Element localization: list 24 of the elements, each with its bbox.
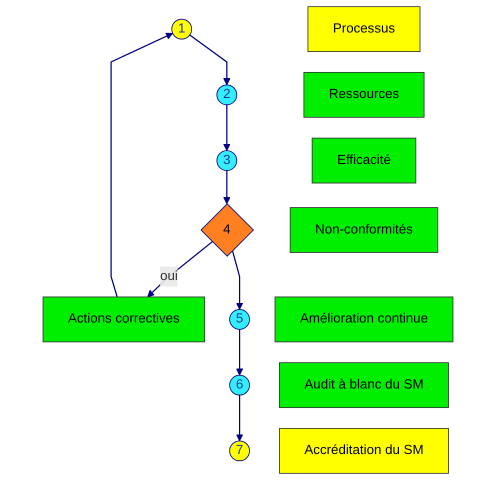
arrow bbox=[147, 241, 213, 298]
edge-label: oui bbox=[160, 269, 178, 284]
node-circle: 7 bbox=[229, 440, 250, 462]
node-box: Efficacité bbox=[312, 138, 416, 184]
node-box: Accréditation du SM bbox=[279, 428, 449, 474]
node-box: Actions correctives bbox=[42, 296, 206, 342]
node-box: Non-conformités bbox=[290, 207, 438, 253]
node-box: Processus bbox=[308, 6, 420, 52]
node-circle: 5 bbox=[229, 309, 250, 330]
node-box: Ressources bbox=[303, 72, 424, 118]
node-circle: 3 bbox=[216, 150, 238, 171]
node-circle: 1 bbox=[171, 18, 192, 40]
arrow bbox=[189, 34, 230, 86]
arrow bbox=[236, 329, 244, 376]
node-box: Amélioration continue bbox=[274, 296, 454, 342]
arrow bbox=[236, 395, 244, 442]
node-circle: 6 bbox=[229, 374, 250, 396]
node-diamond: 4 bbox=[200, 203, 254, 257]
arrow bbox=[110, 32, 174, 298]
node-box: Audit à blanc du SM bbox=[279, 362, 449, 408]
arrow bbox=[232, 250, 244, 310]
arrow bbox=[223, 104, 230, 151]
node-circle: 2 bbox=[216, 84, 238, 106]
arrow bbox=[223, 170, 230, 204]
